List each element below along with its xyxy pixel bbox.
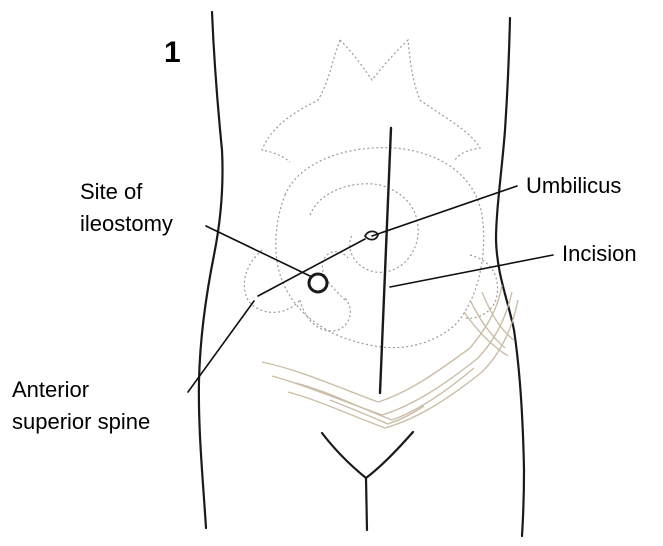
rib-cage-outline <box>262 40 480 162</box>
hair-band-lower <box>288 300 518 428</box>
label-anterior-superior-spine-1: Anterior <box>12 376 89 404</box>
body-left-contour <box>199 12 223 528</box>
label-incision: Incision <box>562 240 637 268</box>
abdominal-cavity-outline <box>276 148 484 348</box>
pelvis-right-outline <box>465 255 498 318</box>
label-umbilicus: Umbilicus <box>526 172 621 200</box>
incision-line <box>380 128 391 393</box>
ileostomy-stoma <box>309 274 327 292</box>
skeleton-outline <box>244 40 497 348</box>
leg-divider-line <box>366 478 367 530</box>
body-outline <box>199 12 524 536</box>
label-anterior-superior-spine-2: superior spine <box>12 408 150 436</box>
leader-incision <box>390 255 553 287</box>
colon-outline <box>300 298 350 331</box>
hair-band-fill-a <box>296 368 474 420</box>
body-right-contour <box>496 18 524 536</box>
leader-lines <box>188 186 553 392</box>
genital-v-line <box>322 432 413 478</box>
figure-number: 1 <box>164 36 181 70</box>
leader-ileostomy <box>206 226 310 276</box>
leader-anterior-spine <box>188 301 254 392</box>
pubic-hair <box>262 285 518 428</box>
label-site-of-ileostomy-2: ileostomy <box>80 210 173 238</box>
label-site-of-ileostomy-1: Site of <box>80 178 142 206</box>
